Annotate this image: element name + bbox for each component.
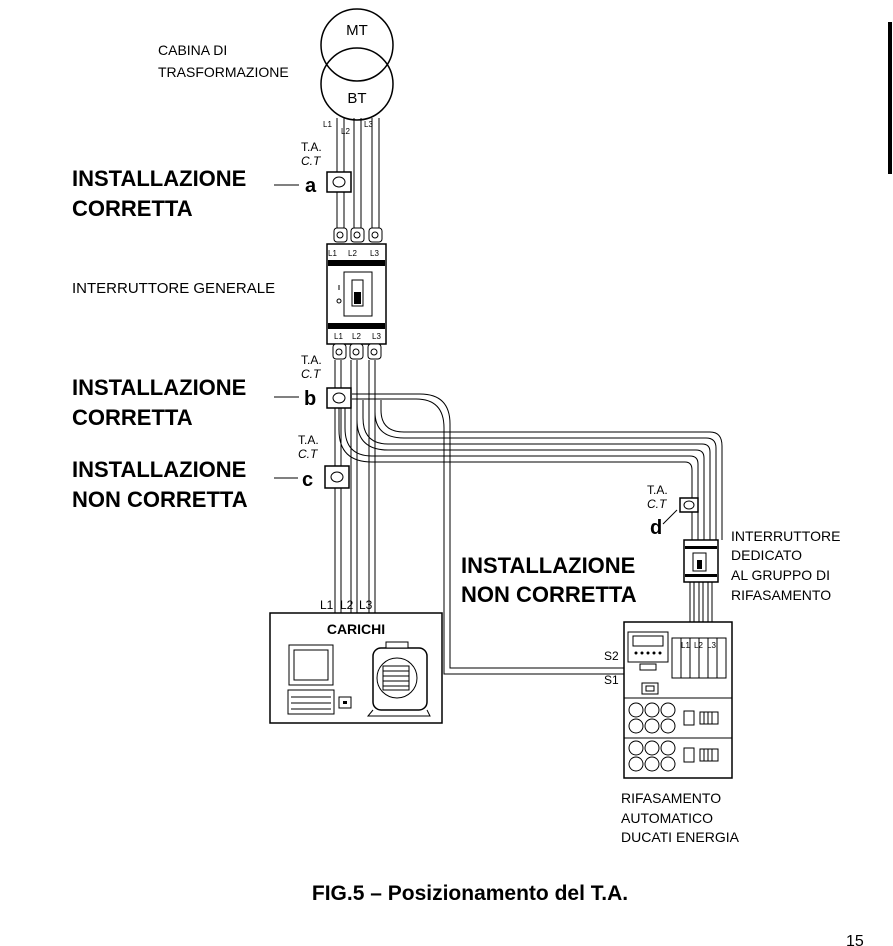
load-l1: L1 — [320, 598, 334, 612]
branch-to-capacitor — [338, 400, 723, 540]
margin-bar — [888, 22, 892, 174]
breaker-l1-top: L1 — [328, 249, 337, 258]
position-d-letter: d — [650, 517, 662, 539]
phase-label-l2-top: L2 — [341, 127, 350, 136]
transformer-mt-label: MT — [346, 22, 368, 39]
main-breaker — [326, 243, 387, 345]
position-c-line2: NON CORRETTA — [72, 487, 248, 512]
pfc-label-1: RIFASAMENTO — [621, 790, 721, 806]
dedicated-breaker-label-3: AL GRUPPO DI — [731, 567, 830, 583]
figure-caption: FIG.5 – Posizionamento del T.A. — [312, 882, 628, 905]
breaker-top-terminals — [333, 227, 383, 243]
phase-label-l3-top: L3 — [364, 120, 373, 129]
substation-label-2: TRASFORMAZIONE — [158, 64, 289, 80]
loads-label: CARICHI — [327, 621, 385, 637]
substation-label-1: CABINA DI — [158, 42, 227, 58]
ct-d-label: T.A. — [647, 483, 668, 497]
terminal-s1-label: S1 — [604, 673, 619, 687]
pfc-cabinet — [623, 621, 733, 779]
main-breaker-label: INTERRUTTORE GENERALE — [72, 280, 275, 297]
breaker-bottom-terminals — [332, 343, 382, 360]
position-d-line2: NON CORRETTA — [461, 582, 637, 607]
loads-box — [269, 612, 443, 724]
ct-b-label: T.A. — [301, 353, 322, 367]
position-d-line1: INSTALLAZIONE — [461, 553, 635, 578]
breaker-l2-bottom: L2 — [352, 332, 361, 341]
ct-a — [326, 171, 352, 193]
ct-c-label: T.A. — [298, 433, 319, 447]
ct-a-label-italic: C.T — [301, 154, 322, 168]
pfc-l3: L3 — [707, 641, 716, 650]
dedicated-breaker-label-1: INTERRUTTORE — [731, 528, 840, 544]
terminal-s2-label: S2 — [604, 649, 619, 663]
position-b-letter: b — [304, 388, 316, 410]
ct-b-label-italic: C.T — [301, 367, 322, 381]
ct-c-label-italic: C.T — [298, 447, 319, 461]
page-number: 15 — [846, 933, 864, 946]
ct-c — [324, 465, 350, 489]
transformer-bt-label: BT — [347, 90, 366, 107]
ct-d-label-italic: C.T — [647, 497, 668, 511]
position-a-line2: CORRETTA — [72, 196, 193, 221]
ct-d — [679, 497, 699, 513]
dedicated-breaker-label-2: DEDICATO — [731, 547, 802, 563]
position-b-line2: CORRETTA — [72, 405, 193, 430]
transformer: MT BT — [320, 8, 394, 121]
position-a-line1: INSTALLAZIONE — [72, 166, 246, 191]
ct-a-label: T.A. — [301, 140, 322, 154]
breaker-l3-bottom: L3 — [372, 332, 381, 341]
phase-label-l1-top: L1 — [323, 120, 332, 129]
pfc-l2: L2 — [694, 641, 703, 650]
breaker-l2-top: L2 — [348, 249, 357, 258]
breaker-l1-bottom: L1 — [334, 332, 343, 341]
pfc-l1: L1 — [681, 641, 690, 650]
load-l2: L2 — [340, 598, 354, 612]
position-c-letter: c — [302, 469, 313, 491]
pfc-label-2: AUTOMATICO — [621, 810, 713, 826]
position-c-line1: INSTALLAZIONE — [72, 457, 246, 482]
ct-secondary-wires — [352, 393, 624, 675]
load-l3: L3 — [359, 598, 373, 612]
pfc-label-3: DUCATI ENERGIA — [621, 829, 740, 845]
dedicated-breaker-label-4: RIFASAMENTO — [731, 587, 831, 603]
position-b-line1: INSTALLAZIONE — [72, 375, 246, 400]
phase-lines-upper — [336, 118, 380, 235]
ct-b — [326, 387, 352, 409]
position-a-letter: a — [305, 175, 317, 197]
breaker-l3-top: L3 — [370, 249, 379, 258]
